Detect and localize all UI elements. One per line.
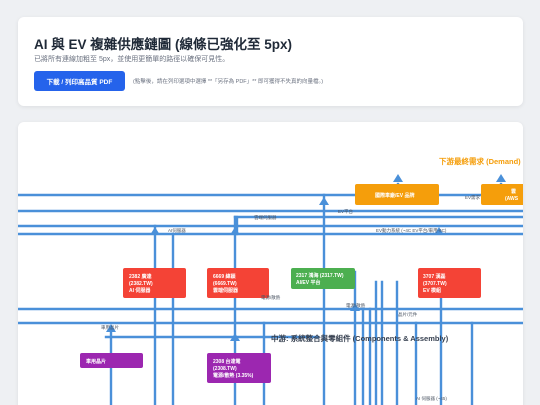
node-ev-brand[interactable]: 國際車廠/EV 品牌 (355, 184, 439, 205)
arrow-chip (106, 324, 116, 332)
arrow-mid (350, 303, 360, 311)
arrow-2308 (230, 333, 240, 341)
node-6669-line2: (6669.TW) (213, 281, 237, 287)
node-2382[interactable]: 2382 廣達 (2382.TW) AI 伺服器 (123, 268, 186, 298)
node-6669-line3: 雲端伺服器 (213, 287, 239, 294)
arrow-ev-brand (393, 174, 403, 182)
arrow-heads (106, 174, 506, 341)
node-aws-sub: (AWS (505, 196, 519, 202)
edge-label-ev-power: EV動力系統 (~4C EV平台/車用-6C) (376, 227, 447, 234)
node-aws-box (481, 184, 523, 205)
node-6669[interactable]: 6669 緯穎 (6669.TW) 雲端伺服器 (207, 268, 269, 298)
arrow-6669 (230, 227, 240, 235)
node-2308[interactable]: 2308 台達電 (2308.TW) 電源/散熱 (3.35%) (207, 353, 271, 383)
node-2382-line3: AI 伺服器 (129, 287, 151, 294)
node-2317[interactable]: 2317 鴻海 (2317.TW) AI/EV 平台 (291, 268, 355, 289)
node-ev-brand-label: 國際車廠/EV 品牌 (375, 192, 414, 199)
node-3707-box (418, 268, 481, 298)
node-2317-line2: AI/EV 平台 (296, 279, 320, 286)
arrow-2382 (150, 227, 160, 235)
node-2308-line3: 電源/散熱 (3.35%) (213, 372, 254, 379)
edge-label-ev-platform: EV平台 (338, 208, 354, 215)
edge-label-ev-demand: EV需求 (465, 194, 481, 201)
arrow-aws (496, 174, 506, 182)
arrow-2317 (319, 197, 329, 205)
node-3707-line1: 3707 漢磊 (423, 273, 446, 280)
node-3707[interactable]: 3707 漢磊 (3707.TW) EV 模組 (418, 268, 481, 298)
node-chip-box (80, 353, 143, 368)
node-2382-line1: 2382 廣達 (129, 273, 153, 280)
edge-label-cloud-server: 雲端伺服器 (254, 214, 277, 221)
header-card: AI 與 EV 複雜供應鏈圖 (線條已強化至 5px) 已將所有連線加粗至 5p… (18, 17, 523, 106)
section-downstream: 下游最終需求 (Demand) (439, 156, 521, 166)
node-3707-line2: (3707.TW) (423, 281, 447, 287)
page-subtitle: 已將所有連線加粗至 5px，並使用更簡單的路徑以確保可見性。 (34, 56, 230, 63)
node-2308-box (207, 353, 271, 383)
node-aws[interactable]: 雲 (AWS (481, 184, 523, 205)
edge-label-server-power: 電源/散熱 (346, 302, 366, 309)
edge-label-ev-module: 晶片/元件 (398, 311, 418, 318)
node-2308-line2: (2308.TW) (213, 366, 237, 372)
print-hint: (點擊後，請在列印選項中選擇 **「另存為 PDF」** 即可獲得不失真的向量檔… (133, 79, 324, 85)
node-chip-label: 車用晶片 (86, 358, 106, 365)
edge-label-ai-server-bottom: AI 伺服器 (~45) (416, 395, 447, 402)
edge-label-chip: 車用晶片 (101, 324, 119, 331)
section-midstream: 中游: 系統整合與零組件 (Components & Assembly) (271, 333, 449, 343)
node-2317-line1: 2317 鴻海 (2317.TW) (296, 272, 344, 279)
diagram-canvas: 下游最終需求 (Demand) 中游: 系統整合與零組件 (Components… (18, 122, 523, 405)
node-6669-line1: 6669 緯穎 (213, 273, 237, 280)
node-2382-box (123, 268, 186, 298)
edge-label-ai-server: AI伺服器 (168, 227, 186, 234)
download-pdf-button[interactable]: 下載 / 列印高品質 PDF (34, 71, 125, 91)
node-2308-line1: 2308 台達電 (213, 358, 241, 365)
node-ev-brand-box (355, 184, 439, 205)
node-3707-line3: EV 模組 (423, 287, 441, 294)
supply-chain-diagram: 下游最終需求 (Demand) 中游: 系統整合與零組件 (Components… (18, 156, 523, 405)
page-title: AI 與 EV 複雜供應鏈圖 (線條已強化至 5px) (34, 37, 293, 52)
node-aws-label: 雲 (511, 188, 516, 195)
node-2382-line2: (2382.TW) (129, 281, 153, 287)
node-chip[interactable]: 車用晶片 (80, 353, 143, 368)
edge-label-power: 電源/散熱 (261, 294, 281, 301)
node-2317-box (291, 268, 355, 289)
arrow-3707 (434, 227, 444, 235)
node-6669-box (207, 268, 269, 298)
